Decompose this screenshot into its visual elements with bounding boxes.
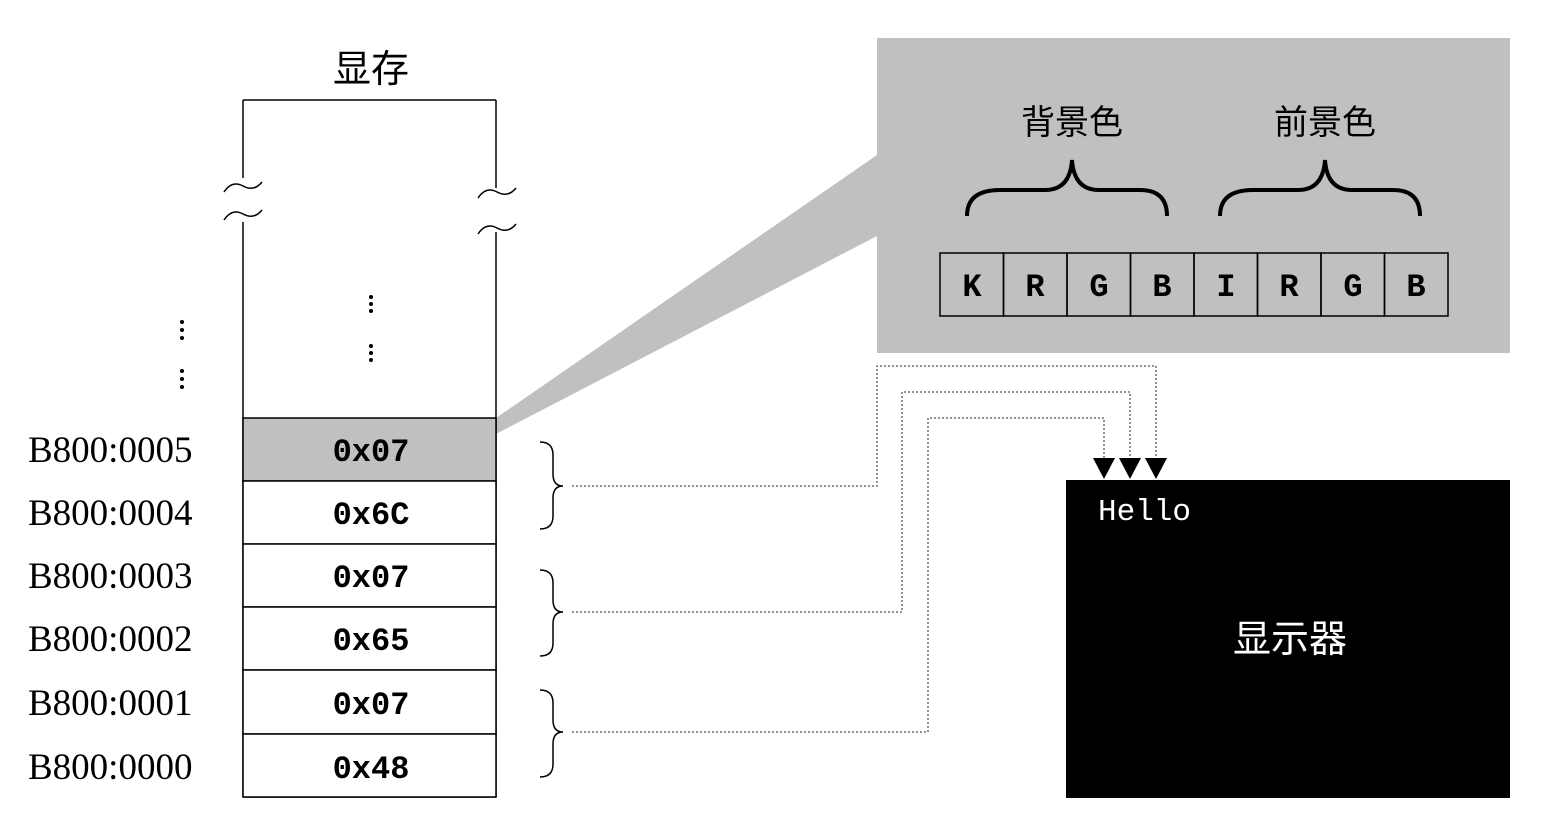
- memory-value: 0x07: [333, 560, 410, 597]
- memory-address: B800:0000: [28, 747, 192, 788]
- memory-address: B800:0002: [28, 619, 192, 660]
- foreground-label: 前景色: [1274, 104, 1376, 142]
- memory-value: 0x48: [333, 751, 410, 788]
- monitor-text: Hello: [1098, 495, 1191, 530]
- memory-value: 0x6C: [333, 497, 410, 534]
- bit-label: I: [1216, 269, 1235, 306]
- memory-value: 0x65: [333, 623, 410, 660]
- background-brace: [965, 159, 1169, 217]
- bit-label: B: [1152, 269, 1171, 306]
- memory-cell-highlighted: [242, 417, 497, 482]
- memory-title: 显存: [333, 49, 409, 91]
- bit-label: B: [1406, 269, 1425, 306]
- attribute-bit-row: [939, 252, 1449, 317]
- memory-cell: [242, 733, 497, 798]
- memory-address: B800:0004: [28, 493, 192, 534]
- memory-address: B800:0005: [28, 430, 192, 471]
- memory-cell: [242, 543, 497, 608]
- zoom-callout-wedge: [496, 155, 877, 434]
- bit-label: K: [962, 269, 982, 306]
- bit-label: R: [1025, 269, 1045, 306]
- memory-value: 0x07: [333, 434, 410, 471]
- background-label: 背景色: [1021, 104, 1123, 142]
- ellipsis-marks: [180, 295, 373, 389]
- monitor-screen: [1066, 480, 1510, 798]
- byte-pair-braces: [539, 441, 564, 778]
- column-break-marks: [223, 181, 517, 235]
- monitor-label: 显示器: [1233, 617, 1347, 661]
- connector-lines: [572, 365, 1157, 733]
- memory-cell: [242, 669, 497, 735]
- bit-box: [1383, 252, 1449, 317]
- connector-arrowheads: [1093, 458, 1167, 479]
- bit-label: R: [1279, 269, 1299, 306]
- memory-address: B800:0001: [28, 683, 192, 724]
- memory-value: 0x07: [333, 687, 410, 724]
- memory-address: B800:0003: [28, 556, 192, 597]
- foreground-brace: [1218, 159, 1422, 217]
- bit-label: G: [1343, 269, 1362, 306]
- bit-label: G: [1089, 269, 1108, 306]
